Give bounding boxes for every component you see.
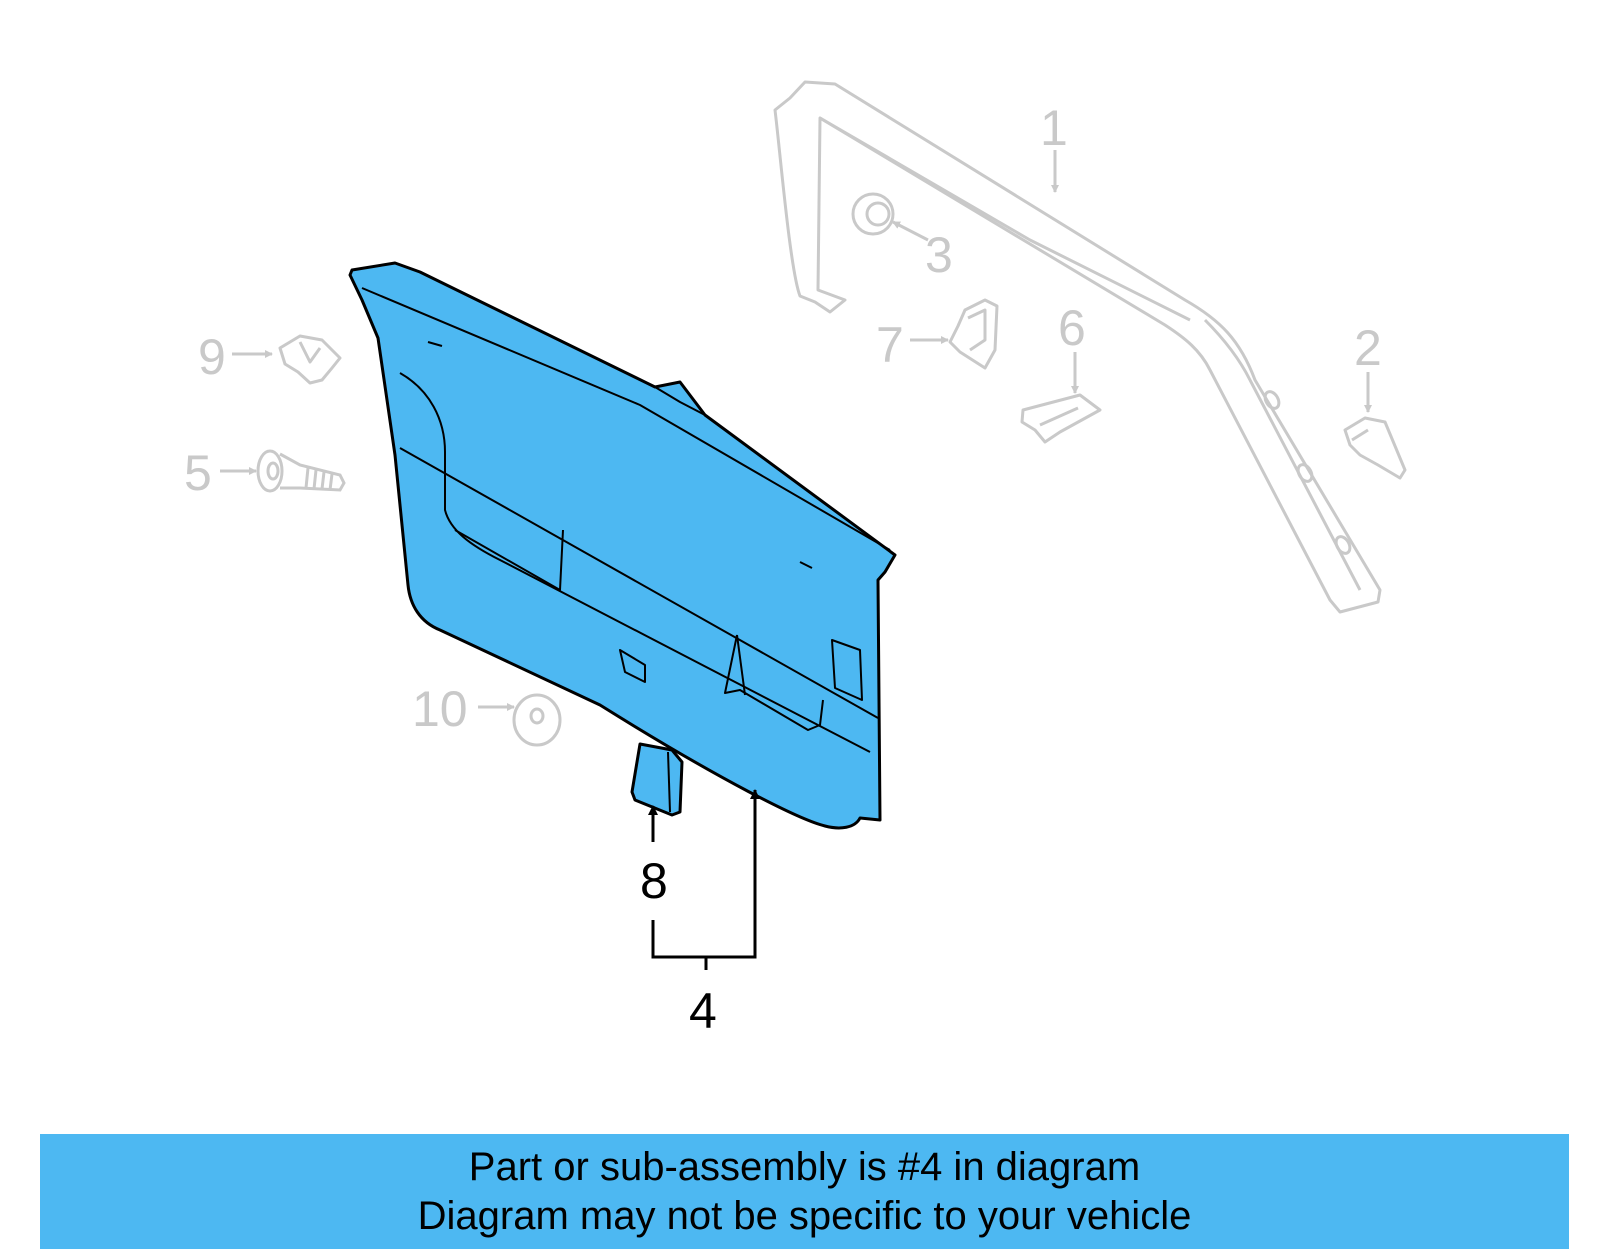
part-6-clip xyxy=(1020,393,1102,444)
part-1-frame xyxy=(773,80,1382,614)
part-4-trim-panel[interactable] xyxy=(348,261,897,830)
callout-1: 1 xyxy=(1040,100,1068,156)
callout-7: 7 xyxy=(876,317,904,373)
callout-3: 3 xyxy=(925,227,953,283)
banner-line-2: Diagram may not be specific to your vehi… xyxy=(417,1193,1192,1238)
info-banner: Part or sub-assembly is #4 in diagram Di… xyxy=(40,1134,1569,1249)
callout-5: 5 xyxy=(184,445,212,501)
leader-3 xyxy=(892,220,929,242)
callout-9: 9 xyxy=(198,329,226,385)
leader-4-bracket xyxy=(651,800,757,959)
callout-4: 4 xyxy=(689,983,717,1039)
part-5-screw xyxy=(256,449,346,493)
callout-10: 10 xyxy=(412,681,468,737)
part-3-plug xyxy=(851,192,895,236)
banner-line-1: Part or sub-assembly is #4 in diagram xyxy=(468,1144,1141,1189)
part-10-grommet xyxy=(512,693,562,747)
callout-6: 6 xyxy=(1058,300,1086,356)
part-8-cover[interactable] xyxy=(630,742,684,817)
callout-8: 8 xyxy=(640,853,668,909)
part-2-clip xyxy=(1343,416,1407,480)
callout-2: 2 xyxy=(1354,320,1382,376)
part-7-bracket xyxy=(948,298,999,370)
part-8-cover-edge xyxy=(667,751,671,813)
part-9-clip xyxy=(278,334,342,385)
